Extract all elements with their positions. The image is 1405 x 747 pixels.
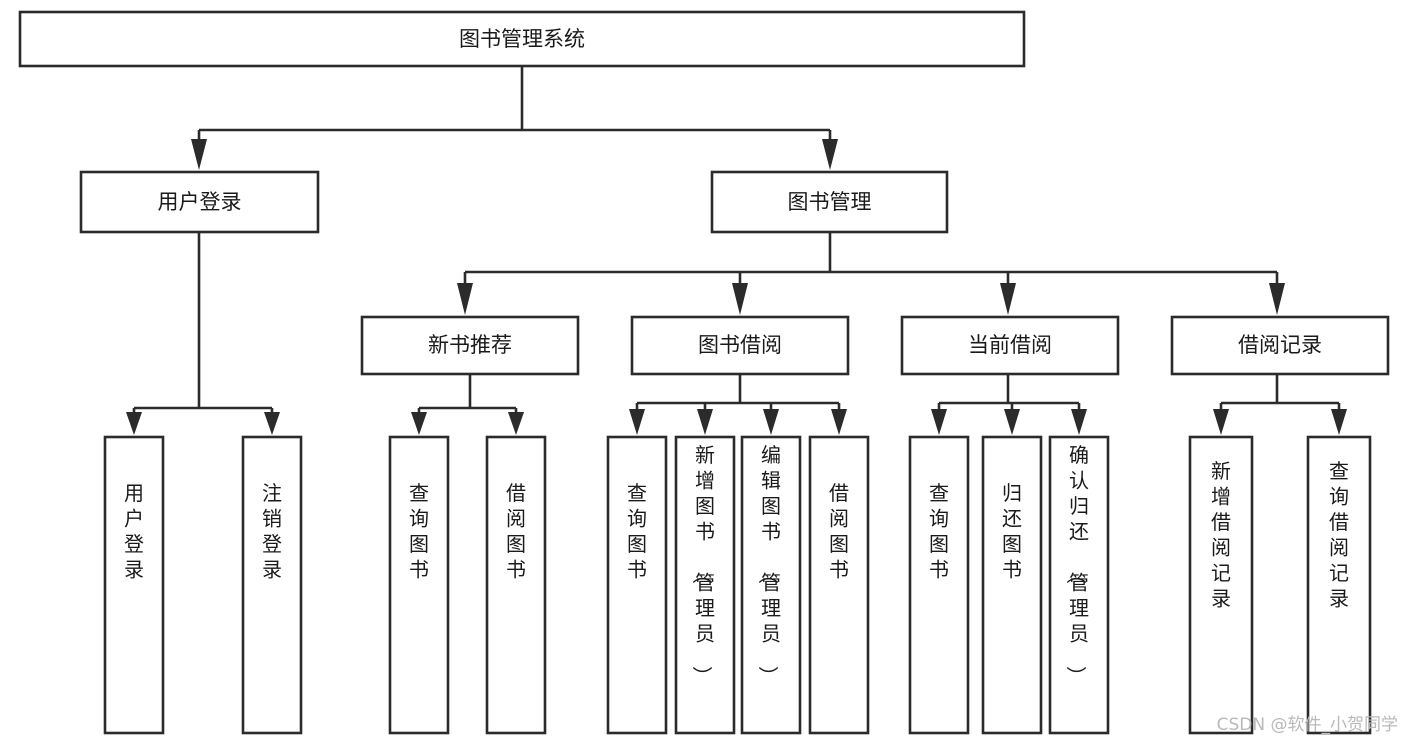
arrow-to-leaf-query-book-current	[931, 409, 947, 435]
node-book-borrow[interactable]: 图书借阅	[630, 315, 850, 376]
node-leaf-edit-book-label: 编辑图书（管理员）	[756, 443, 781, 686]
node-leaf-query-record[interactable]: 查询借阅记录	[1306, 435, 1372, 735]
node-book-manage-label: 图书管理	[788, 190, 872, 214]
arrow-to-leaf-query-book-rec	[411, 412, 427, 435]
node-leaf-user-login-label: 用户登录	[124, 481, 144, 582]
node-leaf-query-record-label: 查询借阅记录	[1329, 459, 1349, 611]
node-leaf-query-book-borrow-label: 查询图书	[627, 481, 647, 582]
node-leaf-edit-book-box[interactable]	[740, 435, 802, 735]
arrow-to-leaf-return-book	[1004, 409, 1020, 435]
node-current-borrow-box[interactable]	[900, 315, 1120, 376]
node-leaf-user-login-box[interactable]	[103, 435, 165, 735]
node-book-manage-box[interactable]	[710, 170, 949, 234]
arrow-to-user-login	[191, 139, 207, 170]
node-leaf-add-record-label: 新增借阅记录	[1211, 459, 1231, 611]
node-leaf-edit-book[interactable]: 编辑图书（管理员）	[740, 435, 802, 735]
node-leaf-logout-box[interactable]	[241, 435, 303, 735]
node-layer: 图书管理系统 用户登录 图书管理 新书推荐 图书借阅 当前	[18, 10, 1390, 735]
node-leaf-borrow-book[interactable]: 借阅图书	[808, 435, 870, 735]
node-borrow-record[interactable]: 借阅记录	[1170, 315, 1390, 376]
node-leaf-query-record-box[interactable]	[1306, 435, 1372, 735]
node-user-login-box[interactable]	[79, 170, 320, 234]
node-borrow-record-label: 借阅记录	[1238, 333, 1322, 357]
node-new-book-recommend-box[interactable]	[360, 315, 580, 376]
arrow-to-book-manage	[822, 139, 838, 170]
arrow-to-borrow-record	[1269, 283, 1285, 315]
node-leaf-borrow-book-rec[interactable]: 借阅图书	[485, 435, 547, 735]
node-root[interactable]: 图书管理系统	[18, 10, 1026, 68]
node-leaf-return-book[interactable]: 归还图书	[981, 435, 1043, 735]
node-leaf-add-record[interactable]: 新增借阅记录	[1188, 435, 1254, 735]
node-leaf-confirm-return[interactable]: 确认归还（管理员）	[1048, 435, 1110, 735]
arrow-to-leaf-add-record	[1213, 409, 1229, 435]
node-root-box[interactable]	[18, 10, 1026, 68]
node-user-login-label: 用户登录	[158, 190, 242, 214]
arrow-to-leaf-borrow-book	[831, 409, 847, 435]
node-borrow-record-box[interactable]	[1170, 315, 1390, 376]
node-leaf-return-book-box[interactable]	[981, 435, 1043, 735]
node-leaf-query-book-rec-box[interactable]	[388, 435, 450, 735]
csdn-watermark: CSDN @软件_小贺同学	[1217, 715, 1398, 735]
arrow-to-leaf-add-book	[697, 409, 713, 435]
node-leaf-query-book-borrow[interactable]: 查询图书	[606, 435, 668, 735]
arrow-to-leaf-confirm-return	[1071, 409, 1087, 435]
node-leaf-confirm-return-label: 确认归还（管理员）	[1064, 443, 1089, 686]
node-new-book-recommend-label: 新书推荐	[428, 333, 512, 357]
arrow-to-book-borrow	[732, 283, 748, 315]
node-leaf-query-book-current[interactable]: 查询图书	[908, 435, 970, 735]
node-leaf-query-book-borrow-box[interactable]	[606, 435, 668, 735]
node-leaf-borrow-book-label: 借阅图书	[829, 481, 849, 582]
node-book-manage[interactable]: 图书管理	[710, 170, 949, 234]
node-leaf-add-book-box[interactable]	[674, 435, 736, 735]
node-leaf-query-book-rec-label: 查询图书	[409, 481, 429, 582]
node-leaf-query-book-rec[interactable]: 查询图书	[388, 435, 450, 735]
node-leaf-user-login[interactable]: 用户登录	[103, 435, 165, 735]
node-leaf-return-book-label: 归还图书	[1002, 481, 1022, 582]
arrow-to-current-borrow	[1000, 283, 1016, 315]
node-leaf-add-book-label: 新增图书（管理员）	[690, 443, 715, 686]
arrow-to-leaf-edit-book	[763, 409, 779, 435]
node-leaf-query-book-current-label: 查询图书	[929, 481, 949, 582]
connector-layer	[126, 66, 1347, 435]
node-user-login[interactable]: 用户登录	[79, 170, 320, 234]
node-leaf-query-book-current-box[interactable]	[908, 435, 970, 735]
node-book-borrow-label: 图书借阅	[698, 333, 782, 357]
node-current-borrow[interactable]: 当前借阅	[900, 315, 1120, 376]
arrow-to-new-book-recommend	[457, 283, 473, 315]
node-book-borrow-box[interactable]	[630, 315, 850, 376]
arrow-to-leaf-query-record	[1331, 409, 1347, 435]
node-new-book-recommend[interactable]: 新书推荐	[360, 315, 580, 376]
node-leaf-borrow-book-rec-label: 借阅图书	[506, 481, 526, 582]
node-current-borrow-label: 当前借阅	[968, 333, 1052, 357]
node-root-label: 图书管理系统	[459, 27, 585, 51]
node-leaf-borrow-book-rec-box[interactable]	[485, 435, 547, 735]
node-leaf-borrow-book-box[interactable]	[808, 435, 870, 735]
node-leaf-confirm-return-box[interactable]	[1048, 435, 1110, 735]
node-leaf-add-record-box[interactable]	[1188, 435, 1254, 735]
arrow-to-leaf-query-book-borrow	[629, 409, 645, 435]
node-leaf-logout-label: 注销登录	[262, 481, 282, 582]
node-leaf-add-book[interactable]: 新增图书（管理员）	[674, 435, 736, 735]
node-leaf-logout[interactable]: 注销登录	[241, 435, 303, 735]
arrow-to-leaf-user-login	[126, 412, 142, 435]
arrow-to-leaf-borrow-book-rec	[508, 412, 524, 435]
arrow-to-leaf-logout	[264, 412, 280, 435]
